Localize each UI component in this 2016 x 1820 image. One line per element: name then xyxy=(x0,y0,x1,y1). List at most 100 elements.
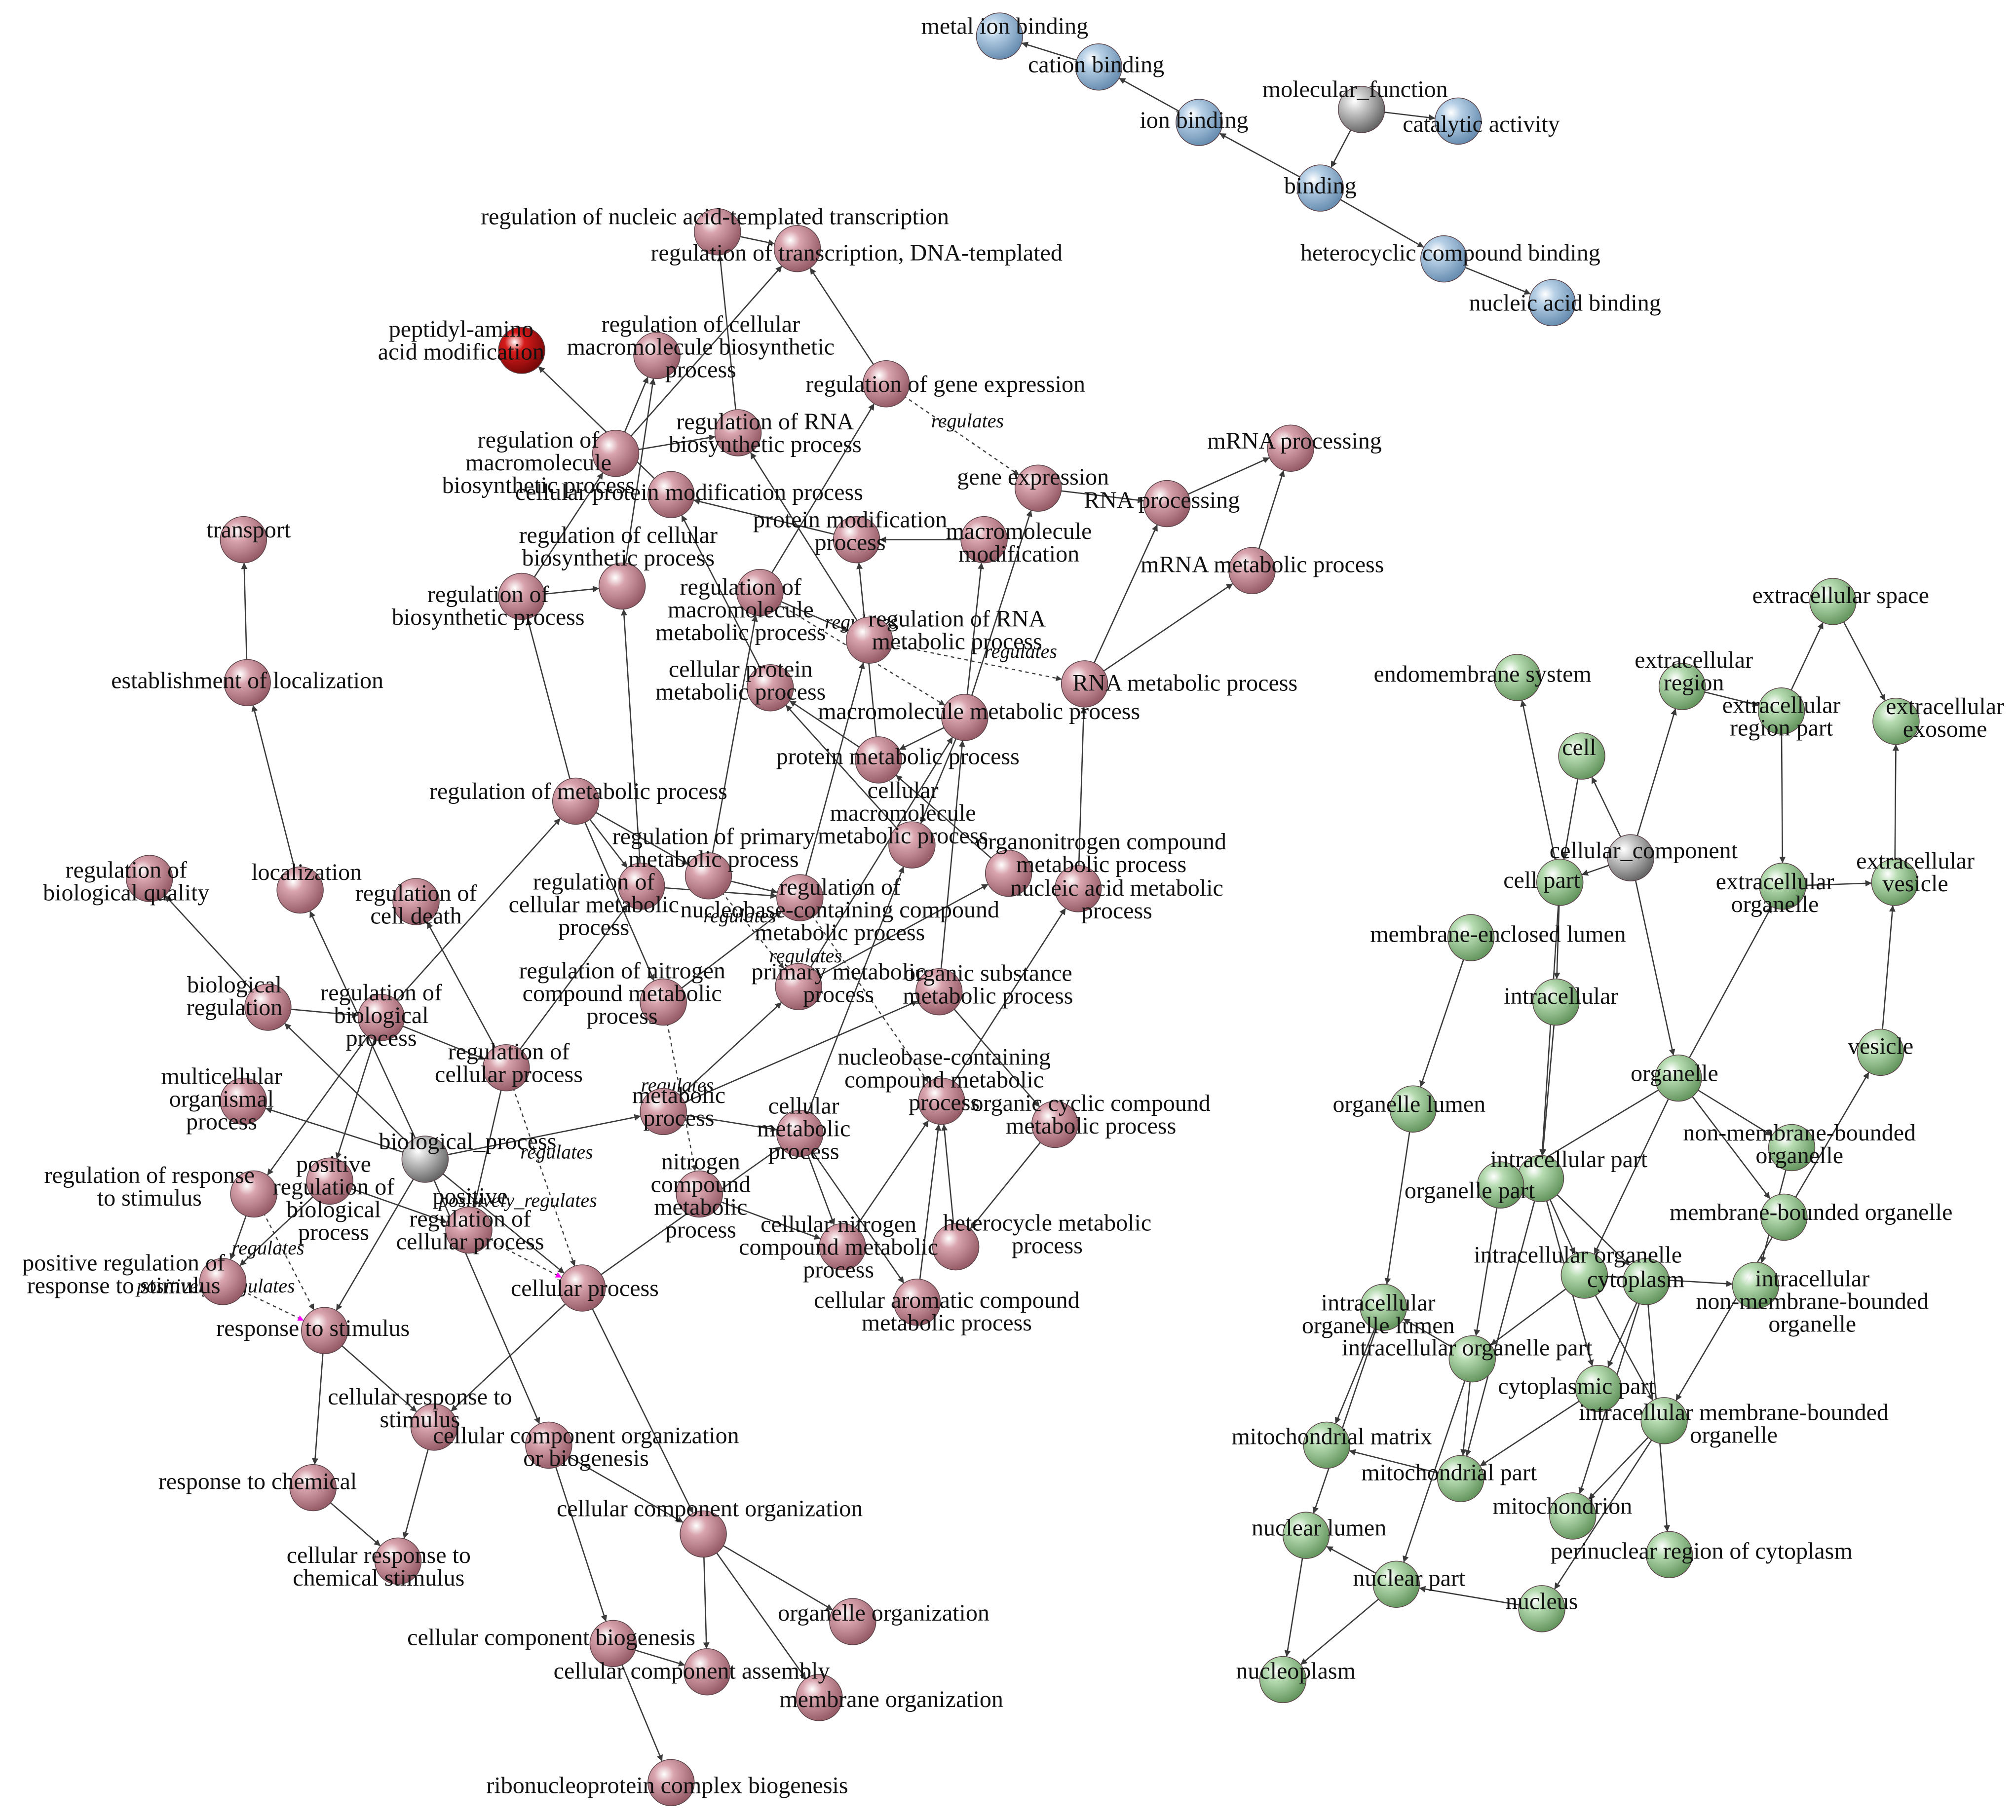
node-nucleoplasm[interactable] xyxy=(1259,1656,1307,1704)
node-extracellular_region[interactable] xyxy=(1658,663,1706,710)
node-cellular_response_to_chemical_stimulus[interactable] xyxy=(374,1537,422,1585)
node-extracellular_space[interactable] xyxy=(1809,578,1857,625)
node-multicellular_organismal[interactable] xyxy=(220,1077,267,1125)
node-response_to_stimulus[interactable] xyxy=(301,1307,348,1354)
node-mrna_processing[interactable] xyxy=(1267,424,1314,472)
node-reg_rna_metabolic[interactable] xyxy=(846,616,893,664)
node-reg_nucleic_acid_templated_transcription[interactable] xyxy=(694,208,741,256)
node-organelle_part[interactable] xyxy=(1477,1161,1524,1209)
node-biological_process[interactable] xyxy=(401,1136,449,1183)
node-extracellular_region_part[interactable] xyxy=(1757,687,1805,735)
node-intracellular_membrane_bounded_organelle[interactable] xyxy=(1640,1397,1688,1444)
node-intracellular_organelle_part[interactable] xyxy=(1448,1335,1496,1383)
node-extracellular_exosome[interactable] xyxy=(1872,697,1920,745)
node-intracellular_organelle[interactable] xyxy=(1560,1251,1608,1299)
node-cellular_component_assembly[interactable] xyxy=(684,1648,731,1696)
node-cytoplasm[interactable] xyxy=(1622,1258,1670,1305)
node-membrane_bounded_organelle[interactable] xyxy=(1760,1193,1808,1241)
node-perinuclear_region_of_cytoplasm[interactable] xyxy=(1645,1531,1693,1579)
node-reg_nucleobase_containing_compound_metabolic[interactable] xyxy=(776,874,824,921)
node-establishment_of_localization[interactable] xyxy=(224,659,271,707)
node-gene_expression[interactable] xyxy=(1014,464,1062,512)
node-metal_ion_binding[interactable] xyxy=(976,12,1024,60)
node-reg_cellular_metabolic[interactable] xyxy=(618,862,665,910)
node-cellular_protein_metabolic[interactable] xyxy=(747,664,794,712)
node-cellular_macromolecule_metabolic[interactable] xyxy=(888,821,936,869)
node-cation_binding[interactable] xyxy=(1075,43,1123,91)
node-intracellular[interactable] xyxy=(1532,978,1580,1026)
node-reg_rna_biosynthetic[interactable] xyxy=(714,409,762,456)
node-cellular_aromatic_compound_metabolic[interactable] xyxy=(893,1278,941,1326)
node-reg_cellular_macromolecule_biosynthetic[interactable] xyxy=(633,332,681,379)
node-reg_biological_process[interactable] xyxy=(357,994,405,1041)
node-nucleus[interactable] xyxy=(1518,1585,1565,1632)
node-membrane_organization[interactable] xyxy=(796,1674,843,1721)
node-mrna_metabolic[interactable] xyxy=(1228,547,1276,594)
node-nucleic_acid_binding[interactable] xyxy=(1528,279,1576,327)
node-primary_metabolic[interactable] xyxy=(775,963,822,1010)
node-molecular_function[interactable] xyxy=(1338,86,1385,133)
node-macromolecule_modification[interactable] xyxy=(960,516,1008,564)
node-biological_regulation[interactable] xyxy=(244,984,292,1031)
node-nitrogen_compound_metabolic[interactable] xyxy=(676,1170,723,1218)
node-pos_reg_response_to_stimulus[interactable] xyxy=(199,1258,247,1305)
node-organelle_organization[interactable] xyxy=(829,1598,876,1645)
node-reg_transcription_dna_templated[interactable] xyxy=(773,225,821,272)
node-mitochondrial_matrix[interactable] xyxy=(1303,1421,1351,1469)
node-cell_part[interactable] xyxy=(1536,859,1584,906)
node-reg_cell_death[interactable] xyxy=(392,878,440,925)
node-transport[interactable] xyxy=(220,516,267,564)
node-mitochondrion[interactable] xyxy=(1549,1492,1597,1540)
node-non_membrane_bounded_organelle[interactable] xyxy=(1768,1124,1816,1172)
node-organelle_lumen[interactable] xyxy=(1389,1085,1437,1133)
node-membrane_enclosed_lumen[interactable] xyxy=(1447,914,1495,961)
node-nucleobase_containing_compound_metabolic[interactable] xyxy=(918,1077,965,1125)
node-organic_substance_metabolic[interactable] xyxy=(915,968,963,1016)
node-reg_gene_expression[interactable] xyxy=(862,360,910,408)
node-intracellular_organelle_lumen[interactable] xyxy=(1360,1284,1407,1331)
node-cellular_component_organization[interactable] xyxy=(680,1510,727,1558)
node-pos_reg_biological_process[interactable] xyxy=(306,1157,353,1205)
node-ion_binding[interactable] xyxy=(1176,99,1223,146)
node-macromolecule_metabolic[interactable] xyxy=(941,694,989,741)
node-extracellular_organelle[interactable] xyxy=(1759,862,1806,910)
node-intracellular_non_membrane_bounded_organelle[interactable] xyxy=(1732,1262,1780,1309)
node-reg_metabolic[interactable] xyxy=(552,777,600,825)
node-extracellular_vesicle[interactable] xyxy=(1871,859,1919,906)
node-reg_response_to_stimulus[interactable] xyxy=(230,1170,277,1218)
node-cytoplasmic_part[interactable] xyxy=(1575,1365,1622,1412)
node-cellular_protein_modification[interactable] xyxy=(647,471,695,518)
node-mitochondrial_part[interactable] xyxy=(1437,1455,1484,1503)
node-cellular_metabolic[interactable] xyxy=(776,1110,824,1157)
node-nucleic_acid_metabolic[interactable] xyxy=(1054,865,1102,912)
node-reg_cellular_biosynthetic[interactable] xyxy=(598,562,646,610)
node-reg_biosynthetic[interactable] xyxy=(498,572,545,620)
node-endomembrane_system[interactable] xyxy=(1493,654,1541,701)
node-response_to_chemical[interactable] xyxy=(289,1464,337,1512)
node-pos_reg_cellular_process[interactable] xyxy=(445,1206,493,1254)
node-rna_processing[interactable] xyxy=(1143,480,1191,528)
node-ribonucleoprotein_complex_biogenesis[interactable] xyxy=(647,1759,695,1806)
node-rna_metabolic[interactable] xyxy=(1061,660,1108,708)
node-reg_biological_quality[interactable] xyxy=(126,855,173,902)
node-nuclear_lumen[interactable] xyxy=(1282,1512,1330,1559)
node-peptidyl_amino_acid_modification[interactable] xyxy=(498,327,545,374)
node-reg_nitrogen_compound_metabolic[interactable] xyxy=(640,978,687,1026)
node-nuclear_part[interactable] xyxy=(1372,1560,1420,1608)
node-cellular_component_organization_or_biogenesis[interactable] xyxy=(525,1421,572,1469)
node-vesicle[interactable] xyxy=(1857,1028,1904,1076)
node-cellular_nitrogen_compound_metabolic[interactable] xyxy=(819,1223,866,1271)
node-reg_primary_metabolic[interactable] xyxy=(685,852,732,900)
node-cellular_component_biogenesis[interactable] xyxy=(589,1620,637,1668)
node-cell[interactable] xyxy=(1558,732,1605,780)
node-localization[interactable] xyxy=(276,866,324,914)
node-heterocyclic_compound_binding[interactable] xyxy=(1420,235,1468,283)
node-organonitrogen_compound_metabolic[interactable] xyxy=(985,849,1032,897)
node-binding[interactable] xyxy=(1296,164,1344,212)
node-organic_cyclic_compound_metabolic[interactable] xyxy=(1031,1100,1079,1148)
node-reg_macromolecule_biosynthetic[interactable] xyxy=(592,429,640,477)
node-reg_cellular_process[interactable] xyxy=(483,1044,530,1092)
node-heterocycle_metabolic[interactable] xyxy=(932,1223,980,1271)
node-catalytic_activity[interactable] xyxy=(1434,97,1482,145)
node-protein_modification[interactable] xyxy=(833,516,880,564)
